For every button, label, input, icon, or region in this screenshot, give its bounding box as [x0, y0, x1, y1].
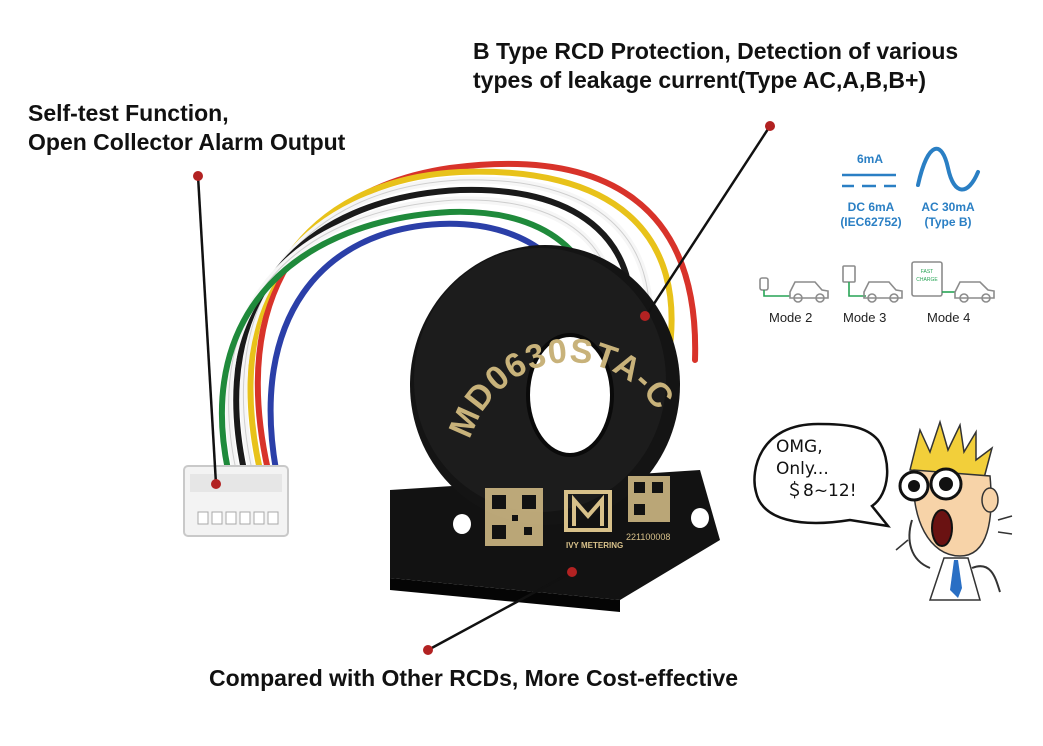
mode4-icon [911, 261, 995, 303]
callout-dot-self-test [193, 171, 203, 181]
mode-3-label: Mode 3 [843, 310, 887, 325]
callout-self-test-line1: Self-test Function, [28, 100, 229, 126]
ac-label: AC 30mA (Type B) [908, 200, 988, 230]
dc-label-line1: DC 6mA [847, 200, 895, 214]
serial-label: 221100008 [626, 532, 670, 542]
dc-top-label: 6mA [856, 152, 883, 166]
mode-4-label: Mode 4 [927, 310, 971, 325]
bubble-line1: OMG, [776, 437, 823, 457]
dc-label: DC 6mA (IEC62752) [831, 200, 911, 230]
mode3-icon [842, 265, 903, 303]
speech-bubble [753, 422, 891, 528]
bubble-line2: Only... [776, 459, 829, 479]
dc-icon [842, 173, 896, 188]
fast-label: FAST [921, 269, 934, 275]
callout-self-test: Self-test Function, Open Collector Alarm… [28, 99, 345, 157]
ac-label-line2: (Type B) [924, 215, 972, 229]
callout-dot-b-type [765, 121, 775, 131]
callout-self-test-line2: Open Collector Alarm Output [28, 129, 346, 155]
surprised-man-figure [895, 419, 1013, 601]
bubble-line3: ＄8~12! [786, 481, 857, 501]
callout-cost: Compared with Other RCDs, More Cost-effe… [209, 665, 739, 691]
callout-leaders [196, 125, 772, 652]
callout-dot-cost [423, 645, 433, 655]
mode-2-label: Mode 2 [769, 310, 813, 325]
mode2-icon [759, 277, 829, 303]
ac-wave-icon [916, 146, 980, 192]
callout-dot-sensor [640, 311, 650, 321]
callout-dot-connector [211, 479, 221, 489]
callout-b-type-line2: types of leakage current(Type AC,A,B,B+) [473, 67, 927, 93]
callout-b-type-line1: B Type RCD Protection, Detection of vari… [473, 38, 959, 64]
charge-label: CHARGE [916, 277, 938, 283]
dc-label-line2: (IEC62752) [840, 215, 902, 229]
callout-dot-base [567, 567, 577, 577]
rcd-sensor: IVY METERING 221100008 [390, 245, 720, 612]
ac-label-line1: AC 30mA [921, 200, 975, 214]
callout-b-type: B Type RCD Protection, Detection of vari… [473, 37, 958, 95]
connector [183, 465, 289, 537]
bubble-text: OMG, Only... ＄8~12! [776, 436, 857, 502]
brand-label: IVY METERING [566, 541, 623, 550]
